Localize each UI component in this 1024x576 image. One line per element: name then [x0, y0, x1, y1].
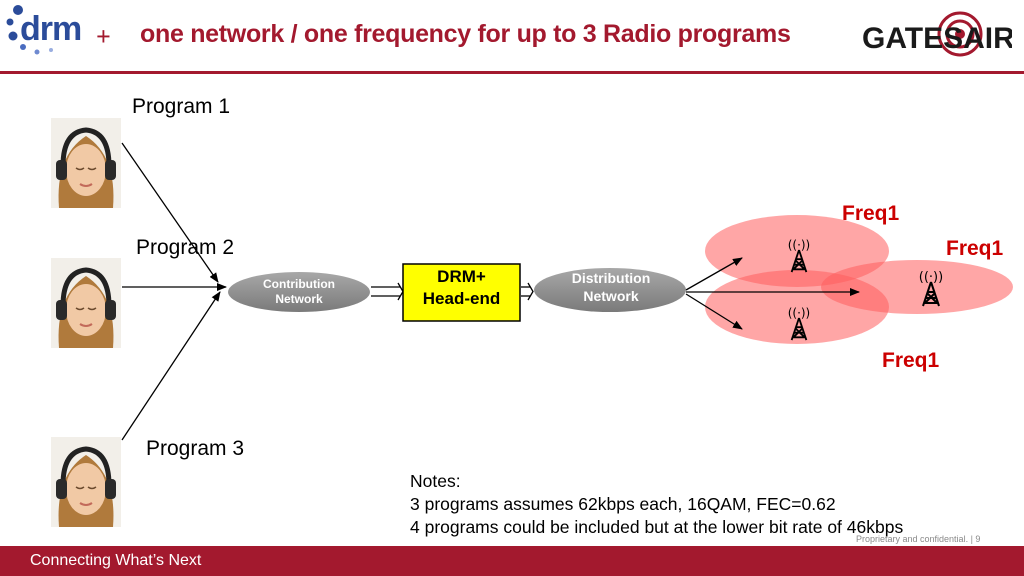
freq-label-top: Freq1: [842, 202, 900, 225]
contribution-network-label: Contribution Network: [236, 277, 362, 307]
listener-avatar-2: [51, 258, 121, 348]
drm-logo: drm: [20, 10, 82, 48]
drm-headend-line2: Head-end: [422, 288, 501, 308]
program-1-label: Program 1: [132, 95, 231, 118]
contribution-network-line1: Contribution: [263, 277, 335, 291]
notes-heading: Notes:: [410, 471, 461, 491]
footer-bar: [0, 546, 1024, 576]
program-3-label: Program 3: [146, 437, 245, 460]
distribution-network-line1: Distribution: [571, 270, 651, 286]
distribution-network-node: [534, 268, 686, 312]
drm-headend-label: DRM+ Head-end: [403, 266, 520, 310]
footer-tagline: Connecting What’s Next: [30, 552, 202, 569]
contribution-network-node: [228, 272, 370, 312]
confidential-notice: Proprietary and confidential. | 9: [856, 534, 981, 544]
listener-avatar-1: [51, 118, 121, 208]
notes-block: Notes: 3 programs assumes 62kbps each, 1…: [410, 470, 903, 539]
program-1-link: [121, 142, 219, 283]
freq-label-bottom: Freq1: [882, 349, 940, 372]
distribution-network-label: Distribution Network: [540, 270, 682, 305]
distribution-link-1: [685, 257, 743, 291]
drm-headend-box: [402, 263, 521, 322]
notes-line-2: 4 programs could be included but at the …: [410, 517, 904, 537]
freq-label-right: Freq1: [946, 237, 1004, 260]
coverage-area-3: [821, 260, 1013, 314]
notes-line-1: 3 programs assumes 62kbps each, 16QAM, F…: [410, 494, 836, 514]
page-title: one network / one frequency for up to 3 …: [140, 20, 791, 48]
program-3-link: [121, 291, 221, 441]
listener-avatar-3: [51, 437, 121, 527]
plus-sign: +: [96, 22, 111, 51]
gatesair-logo: GATESAIR: [862, 11, 1012, 57]
distribution-link-3: [685, 293, 743, 330]
header-divider: [0, 71, 1024, 74]
program-2-label: Program 2: [136, 236, 235, 259]
contribution-network-line2: Network: [275, 292, 323, 306]
gatesair-logo-text: GATESAIR: [862, 22, 1012, 55]
drm-logo-dots: [6, 5, 53, 55]
distribution-network-line2: Network: [583, 287, 639, 304]
drm-headend-line1: DRM+: [437, 267, 486, 286]
